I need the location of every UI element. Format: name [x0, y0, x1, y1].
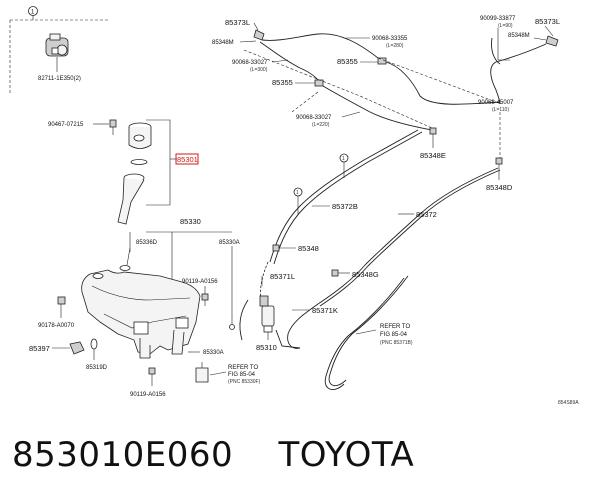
label-85355-a: 85355: [337, 57, 358, 66]
joint-85348D-part[interactable]: [495, 157, 503, 165]
bolt-90119-bot-part[interactable]: [148, 367, 156, 375]
ref2-line1: REFER TO: [228, 365, 258, 371]
highlight-box-85301: [175, 153, 199, 165]
filler-neck-part[interactable]: [117, 173, 145, 225]
label-85319D: 85319D: [86, 365, 108, 371]
ref2-line3: (PNC 85330F): [228, 379, 261, 385]
part-footer: 853010E060 TOYOTA: [12, 435, 448, 475]
nozzle-85373L-right-part[interactable]: [545, 35, 559, 47]
label-85330: 85330: [180, 217, 201, 226]
bolt-90467-part[interactable]: [109, 119, 117, 135]
label-85348: 85348: [298, 244, 319, 253]
label-85348G: 85348G: [352, 270, 379, 279]
nut-90178-part[interactable]: [57, 296, 66, 305]
clip-85319D-part[interactable]: [90, 338, 98, 350]
label-85348M-right: 85348M: [508, 33, 530, 39]
label-85372B: 85372B: [332, 202, 358, 211]
label-85348M-top: 85348M: [212, 40, 234, 46]
label-85336D: 85336D: [136, 240, 158, 246]
reservoir-assembly: 90467-07215 85301 85330 85336D 85330A 90…: [29, 119, 261, 398]
footer-brand: TOYOTA: [278, 435, 415, 475]
ref2-line2[interactable]: FIG 85-04: [228, 372, 256, 378]
ref1-line2[interactable]: FIG 85-04: [380, 332, 408, 338]
label-90467: 90467-07215: [48, 122, 84, 128]
washer-pump-85310-part[interactable]: [259, 295, 275, 333]
footer-part-number: 853010E060: [12, 435, 234, 475]
label-85373L-right: 85373L: [535, 17, 560, 26]
joint-85348G-part[interactable]: [331, 269, 339, 277]
label-90068-45007: 90068-45007: [478, 100, 514, 106]
joint-85348E-part[interactable]: [429, 127, 437, 135]
callout-group-82711: 1 82711-1E350(2): [9, 6, 110, 95]
label-85372: 85372: [416, 210, 437, 219]
label-90068-33027-b: 90068-33027: [296, 115, 332, 121]
joint-85355-a-part[interactable]: [377, 57, 387, 65]
ref1-line3: (PNC 85371B): [380, 340, 413, 346]
label-90068-33355-len: (L=280): [386, 43, 404, 49]
connector-82711-part[interactable]: [45, 33, 69, 57]
reservoir-tank-part[interactable]: [81, 269, 201, 359]
label-90068-33027-a-len: (L=300): [250, 67, 268, 73]
label-90178: 90178-A0070: [38, 323, 75, 329]
nozzle-85373L-top-part[interactable]: [253, 29, 265, 41]
callout-marker-text: 1: [31, 10, 35, 16]
joint-85355-b-part[interactable]: [314, 79, 324, 87]
label-90068-33027-b-len: (L=220): [312, 122, 330, 128]
label-85310: 85310: [256, 343, 277, 352]
svg-text:1: 1: [342, 156, 345, 162]
label-90099-33877: 90099-33877: [480, 16, 516, 22]
clip-85397-part[interactable]: [69, 341, 85, 355]
label-85348E: 85348E: [420, 151, 446, 160]
ref1-line1: REFER TO: [380, 324, 410, 330]
label-85330A-top: 85330A: [219, 240, 240, 246]
parts-diagram: 1 82711-1E350(2): [9, 6, 579, 406]
label-90068-45007-len: (L=110): [492, 107, 509, 113]
label-85348D: 85348D: [486, 183, 513, 192]
label-90119-bot: 90119-A0156: [130, 392, 166, 398]
diagram-code: 854S89A: [558, 400, 579, 406]
label-85397: 85397: [29, 344, 50, 353]
label-90099-33877-len: (L=90): [498, 23, 513, 29]
label-85371K: 85371K: [312, 306, 338, 315]
label-90119-top: 90119-A0156: [182, 279, 218, 285]
joint-85348-part[interactable]: [272, 244, 280, 252]
label-85373L-top: 85373L: [225, 18, 250, 27]
bolt-90119-top-part[interactable]: [201, 293, 209, 306]
svg-text:1: 1: [296, 190, 299, 196]
label-85330A-bot: 85330A: [203, 350, 224, 356]
label-85301-highlighted[interactable]: 85301: [177, 155, 198, 164]
refer-85330F-part[interactable]: [195, 362, 209, 383]
top-hose-routing: 85373L 85348M 90068-33355 (L=280) 90068-…: [212, 16, 560, 192]
reservoir-cap-part[interactable]: [128, 122, 152, 149]
label-85371L: 85371L: [270, 272, 295, 281]
label-90068-33355: 90068-33355: [372, 36, 408, 42]
main-hose-lines: 1 1 85372B 85372 85348 85371L 85348G 8: [239, 129, 501, 390]
gasket-part[interactable]: [130, 159, 148, 165]
grommet-85336D-part[interactable]: [119, 265, 131, 271]
label-90068-33027-a: 90068-33027: [232, 60, 268, 66]
label-85355-b: 85355: [272, 78, 293, 87]
label-82711: 82711-1E350(2): [38, 76, 81, 82]
